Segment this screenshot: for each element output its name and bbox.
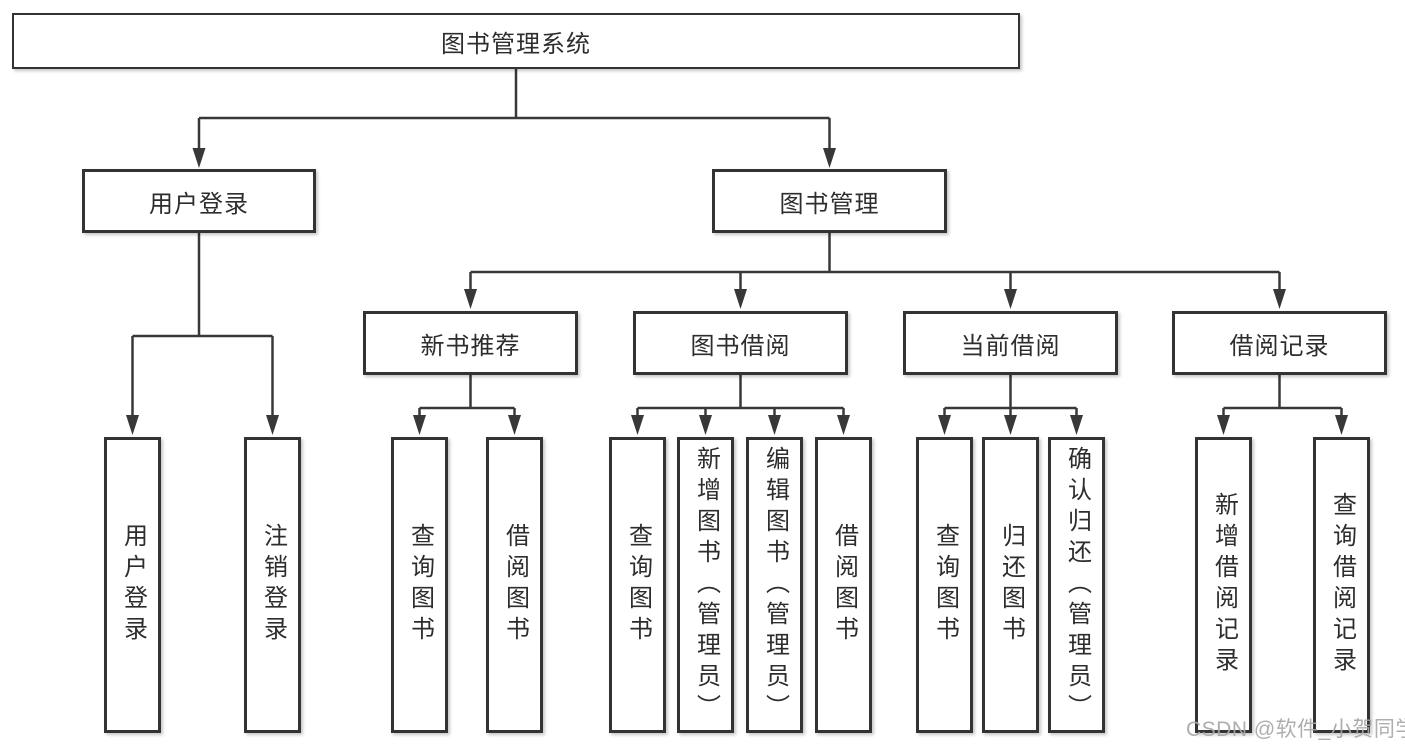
arrowhead-icon (1273, 289, 1286, 309)
leaf-label: 查询图书 (931, 523, 959, 647)
arrowhead-icon (126, 415, 139, 435)
leaf-label: 查询图书 (624, 523, 652, 647)
arrowhead-icon (464, 289, 477, 309)
arrowhead-icon (699, 415, 712, 435)
leaf-return-book: 归还图书 (982, 437, 1039, 733)
connector-borrow-leaves (636, 375, 845, 418)
arrowhead-icon (1217, 415, 1230, 435)
leaf-label: 用户登录 (119, 523, 147, 647)
node-label: 新书推荐 (420, 332, 521, 360)
arrowhead-icon (837, 415, 850, 435)
leaf-label: 确认归还（管理员） (1063, 445, 1091, 725)
arrowhead-icon (1004, 415, 1017, 435)
leaf-label: 注销登录 (259, 523, 287, 647)
node-label: 当前借阅 (960, 332, 1061, 360)
node-current-borrow: 当前借阅 (903, 311, 1118, 375)
leaf-edit-book-admin: 编辑图书（管理员） (746, 437, 803, 733)
node-book-management: 图书管理 (712, 169, 947, 233)
leaf-query-books-recommend: 查询图书 (391, 437, 448, 733)
node-borrow-records: 借阅记录 (1172, 311, 1387, 375)
arrowhead-icon (1070, 415, 1083, 435)
leaf-query-books-current: 查询图书 (916, 437, 973, 733)
leaf-label: 查询图书 (406, 523, 434, 647)
connector-bookmgmt-level3 (469, 233, 1281, 291)
csdn-watermark: CSDN @软件_小贺同学 (1186, 718, 1405, 741)
node-label: 图书管理系统 (441, 30, 591, 58)
arrowhead-icon (508, 415, 521, 435)
arrowhead-icon (823, 148, 836, 168)
arrowhead-icon (1004, 289, 1017, 309)
node-library-management-system: 图书管理系统 (12, 13, 1020, 69)
leaf-confirm-return-admin: 确认归还（管理员） (1048, 437, 1105, 733)
connector-userlogin-leaves (131, 233, 274, 418)
leaf-label: 借阅图书 (501, 523, 529, 647)
leaf-label: 借阅图书 (830, 523, 858, 647)
node-label: 图书借阅 (690, 332, 791, 360)
node-book-borrow: 图书借阅 (633, 311, 848, 375)
arrowheads (126, 148, 1348, 435)
connector-current-leaves (943, 375, 1078, 418)
leaf-user-login: 用户登录 (104, 437, 161, 733)
node-new-book-recommend: 新书推荐 (363, 311, 578, 375)
leaf-label: 新增图书（管理员） (692, 445, 720, 725)
leaf-logout-login: 注销登录 (244, 437, 301, 733)
connector-newbook-leaves (418, 375, 516, 418)
connector-records-leaves (1222, 375, 1343, 418)
arrowhead-icon (192, 148, 206, 168)
arrowhead-icon (631, 415, 644, 435)
arrowhead-icon (1335, 415, 1348, 435)
leaf-label: 归还图书 (997, 523, 1025, 647)
connector-root-level2 (197, 69, 831, 150)
arrowhead-icon (266, 415, 279, 435)
node-label: 图书管理 (779, 190, 880, 218)
leaf-add-book-admin: 新增图书（管理员） (677, 437, 734, 733)
arrowhead-icon (768, 415, 781, 435)
leaf-label: 编辑图书（管理员） (761, 445, 789, 725)
arrowhead-icon (413, 415, 426, 435)
arrowhead-icon (734, 289, 747, 309)
leaf-query-borrow-record: 查询借阅记录 (1313, 437, 1370, 733)
leaf-label: 新增借阅记录 (1210, 492, 1238, 678)
node-label: 借阅记录 (1229, 332, 1330, 360)
leaf-borrow-books-recommend: 借阅图书 (486, 437, 543, 733)
leaf-add-borrow-record: 新增借阅记录 (1195, 437, 1252, 733)
leaf-label: 查询借阅记录 (1328, 492, 1356, 678)
node-user-login: 用户登录 (82, 169, 316, 233)
arrowhead-icon (938, 415, 951, 435)
node-label: 用户登录 (149, 190, 249, 218)
leaf-query-books-borrow: 查询图书 (609, 437, 666, 733)
leaf-borrow-books: 借阅图书 (815, 437, 872, 733)
